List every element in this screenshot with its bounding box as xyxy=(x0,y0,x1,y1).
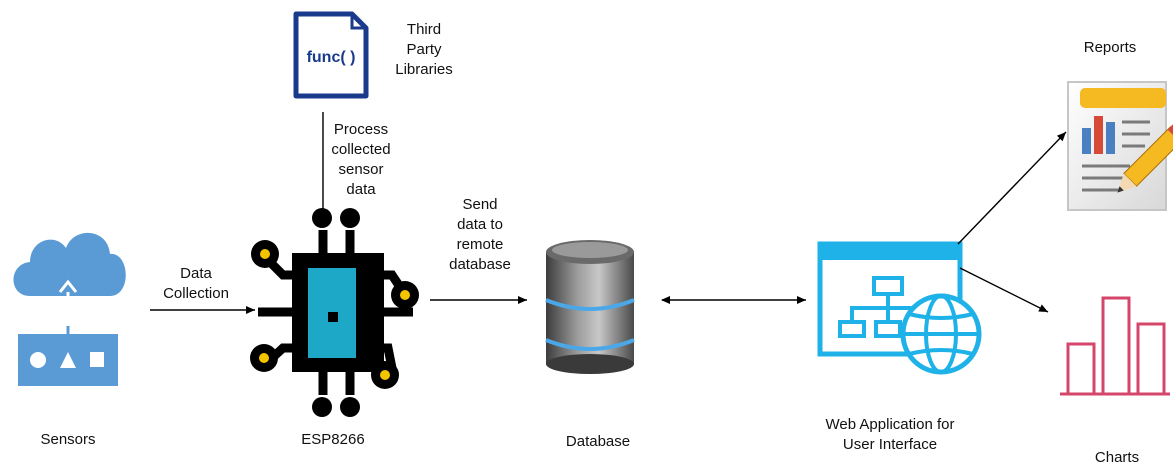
node-label-sensors: Sensors xyxy=(40,431,96,448)
chip-icon xyxy=(250,208,419,417)
edges xyxy=(150,112,1067,314)
func-file-icon: func( ) xyxy=(293,11,369,99)
node-label-reports: Reports xyxy=(1083,39,1137,56)
charts-icon xyxy=(1060,296,1170,396)
node-label-esp8266: ESP8266 xyxy=(301,431,365,448)
edge-webapp-reports xyxy=(957,131,1067,245)
edge-label-process: Process collected sensor data xyxy=(331,121,391,198)
node-label-charts: Charts xyxy=(1094,449,1140,466)
func-icon-text: func( ) xyxy=(307,49,356,66)
edge-label-data-collection: Data Collection xyxy=(163,265,229,302)
webapp-icon xyxy=(817,241,982,375)
edge-label-send: Send data to remote database xyxy=(449,196,511,273)
reports-icon xyxy=(1067,81,1173,211)
edge-webapp-charts xyxy=(959,267,1049,313)
node-label-database: Database xyxy=(565,433,631,450)
database-icon xyxy=(545,240,635,374)
node-label-webapp: Web Application for User Interface xyxy=(825,416,955,453)
node-label-libraries: Third Party Libraries xyxy=(395,21,453,78)
sensors-icon xyxy=(13,232,126,386)
